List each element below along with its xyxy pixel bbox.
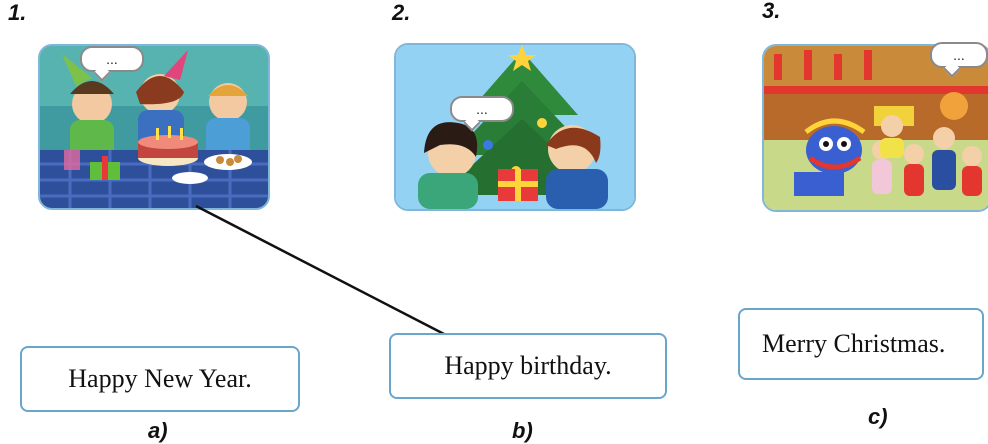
option-text-a: Happy New Year.: [68, 364, 252, 393]
speech-bubble-1: ...: [80, 46, 144, 72]
option-card-c[interactable]: Merry Christmas.: [738, 308, 984, 380]
speech-bubble-2: ...: [450, 96, 514, 122]
option-letter-c: c): [868, 404, 888, 429]
option-text-c: Merry Christmas.: [762, 329, 946, 358]
item-number-1: 1.: [8, 0, 27, 25]
picture-birthday-party: [38, 44, 270, 210]
speech-bubble-3: ...: [930, 42, 988, 68]
picture-christmas-gifts: [394, 43, 636, 211]
option-letter-a: a): [148, 418, 168, 443]
item-number-2: 2.: [392, 0, 411, 25]
picture-lunar-new-year: [762, 44, 988, 212]
option-card-b[interactable]: Happy birthday.: [389, 333, 667, 399]
option-letter-b: b): [512, 418, 533, 443]
option-card-a[interactable]: Happy New Year.: [20, 346, 300, 412]
option-text-b: Happy birthday.: [444, 351, 612, 380]
item-number-3: 3.: [762, 0, 781, 23]
